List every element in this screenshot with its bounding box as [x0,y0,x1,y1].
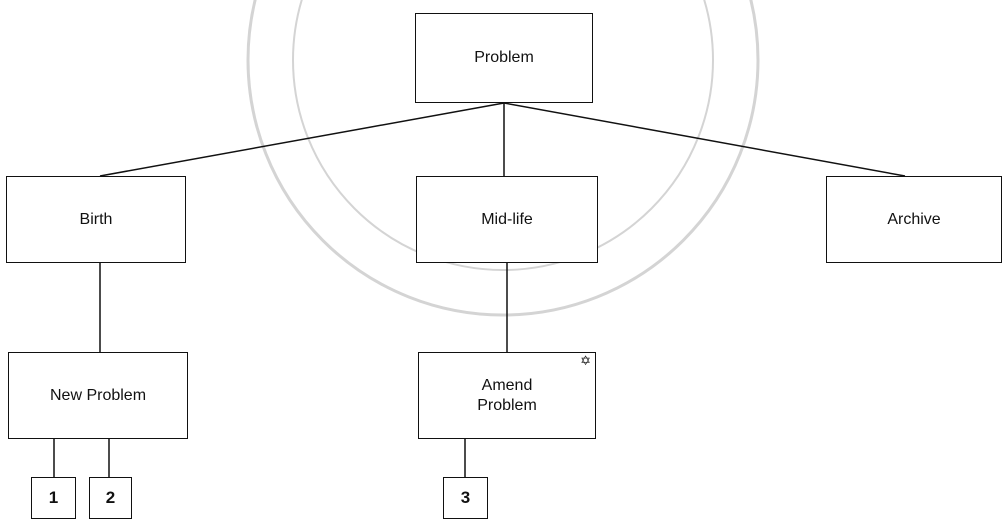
sub-item-2-box: 2 [89,477,132,519]
process-new-problem-box: New Problem [8,352,188,439]
sub-item-1-box: 1 [31,477,76,519]
sub-item-2-label: 2 [105,488,116,507]
root-problem-box: Problem [415,13,593,103]
star-marker-icon: ✡ [580,353,591,368]
line-root-archive [503,102,906,177]
line-root-birth [99,102,505,177]
phase-midlife-label: Mid-life [481,210,533,228]
sub-item-3-label: 3 [460,488,471,507]
process-amend-problem-label: Amend Problem [477,376,537,414]
sub-item-1-label: 1 [48,488,59,507]
process-new-problem-label: New Problem [49,386,147,404]
phase-birth-box: Birth [6,176,186,263]
process-amend-problem-box: Amend Problem ✡ [418,352,596,439]
sub-item-3-box: 3 [443,477,488,519]
phase-archive-box: Archive [826,176,1002,263]
phase-birth-label: Birth [79,210,113,228]
phase-archive-label: Archive [887,210,941,228]
root-problem-label: Problem [474,49,534,66]
phase-midlife-box: Mid-life [416,176,598,263]
